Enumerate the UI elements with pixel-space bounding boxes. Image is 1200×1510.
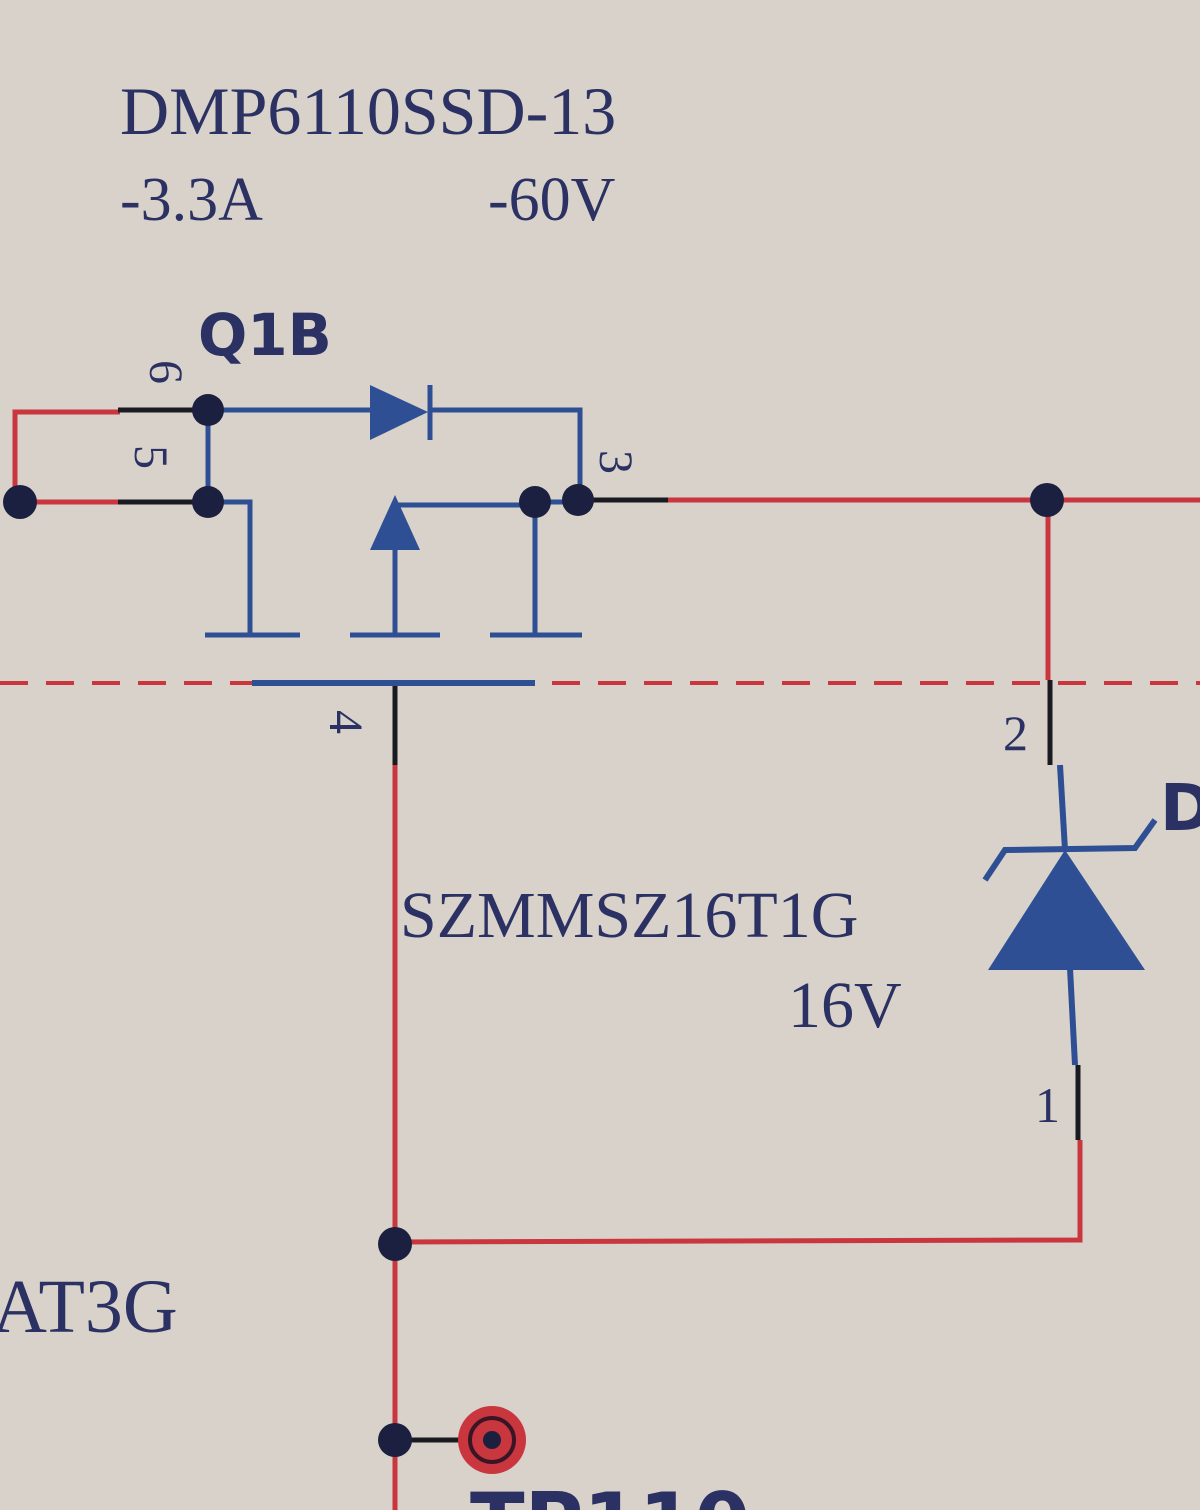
- pin-4-label: 4: [319, 710, 372, 734]
- mosfet-arrow-icon: [370, 495, 420, 550]
- left-part-label: AT3G: [0, 1265, 178, 1349]
- zener-diode-icon: [988, 850, 1145, 970]
- zener-symbol: [982, 764, 1158, 1066]
- zener-designator: D: [1160, 772, 1200, 846]
- junction-dots: [3, 394, 1064, 1457]
- body-diode-icon: [370, 385, 428, 440]
- zener-voltage: 16V: [788, 969, 902, 1042]
- pin-2-label: 2: [1003, 705, 1028, 761]
- q1-voltage-rating: -60V: [488, 166, 616, 234]
- zener-part-number: SZMMSZ16T1G: [400, 879, 858, 952]
- pin-5-label: 5: [124, 445, 177, 469]
- test-point-label: TP110: [470, 1476, 750, 1510]
- pin-3-label: 3: [589, 450, 642, 474]
- pin-6-label: 6: [139, 360, 192, 384]
- q1-designator: Q1B: [198, 301, 332, 369]
- test-point-icon[interactable]: [458, 1406, 526, 1474]
- q1-current-rating: -3.3A: [120, 166, 263, 234]
- wires: [0, 409, 1200, 1510]
- pin-1-label: 1: [1035, 1077, 1060, 1133]
- q1-part-number: DMP6110SSD-13: [120, 73, 616, 149]
